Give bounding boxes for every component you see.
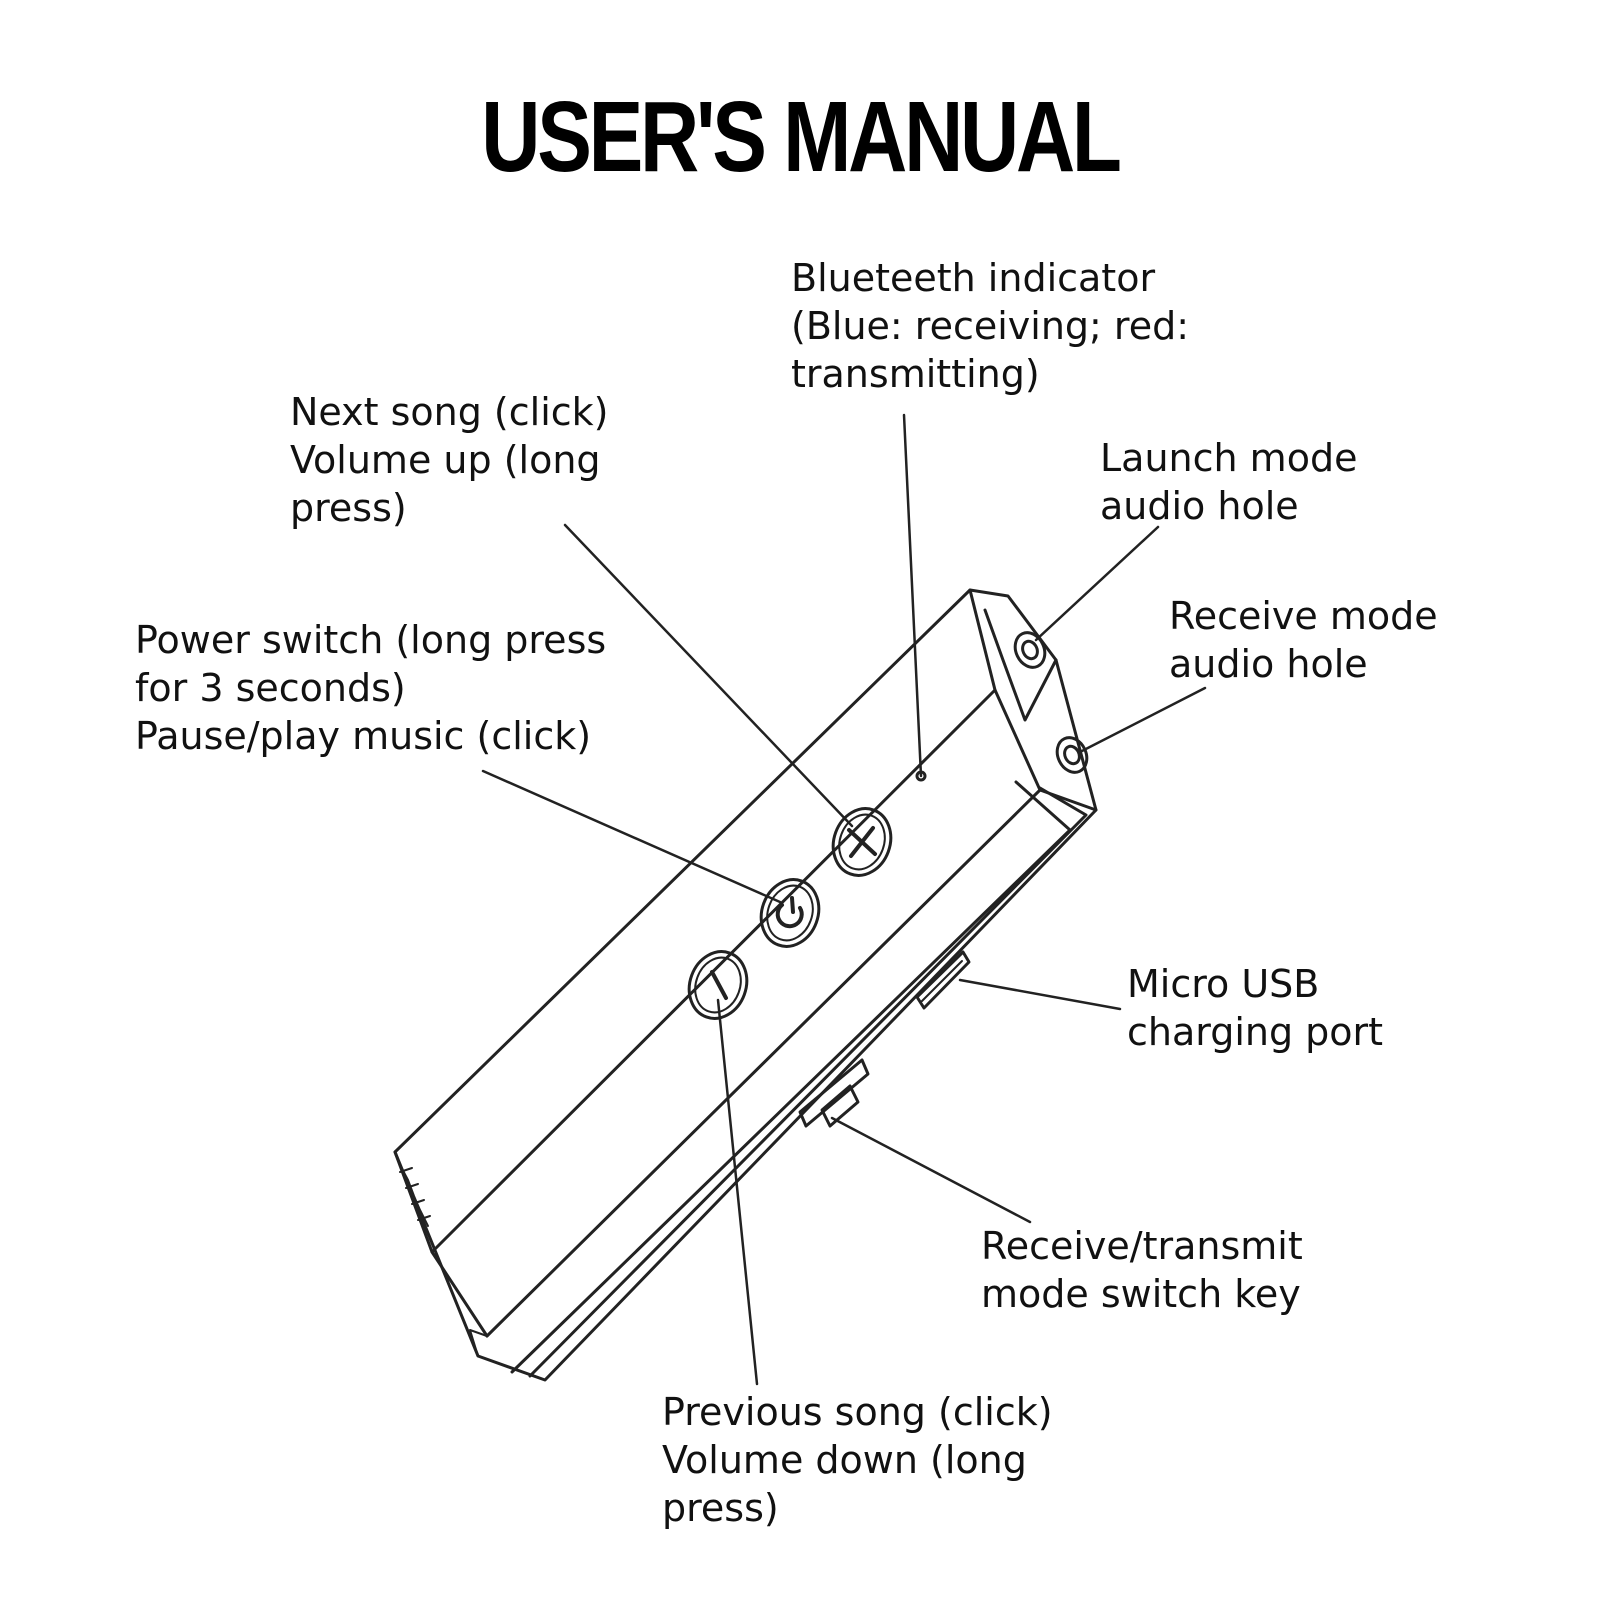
receive-audio-callout: Receive mode audio hole xyxy=(1169,592,1438,688)
minus-button[interactable] xyxy=(680,943,756,1026)
mode-switch-line-2: mode switch key xyxy=(981,1272,1301,1316)
bluetooth-indicator-line-1: Blueteeth indicator xyxy=(791,256,1156,300)
device-body xyxy=(393,588,1098,1382)
leader-bluetooth-indicator xyxy=(902,413,923,778)
receive-audio-line-1: Receive mode xyxy=(1169,594,1438,638)
previous-song-line-2: Volume down (long xyxy=(662,1438,1027,1482)
leader-receive-audio xyxy=(1078,686,1207,754)
next-song-callout: Next song (click) Volume up (long press) xyxy=(290,388,609,532)
micro-usb-line-1: Micro USB xyxy=(1127,962,1320,1006)
launch-audio-line-1: Launch mode xyxy=(1100,436,1358,480)
leader-power-switch xyxy=(481,769,782,904)
device-outline xyxy=(393,588,1098,1382)
leader-lines xyxy=(481,413,1207,1386)
end-face-inner xyxy=(983,608,1058,722)
page-title: USER'S MANUAL xyxy=(481,81,1122,193)
micro-usb-line-2: charging port xyxy=(1127,1010,1384,1054)
mode-switch-key[interactable] xyxy=(798,1058,870,1128)
minus-icon xyxy=(710,970,728,1000)
leader-previous-song xyxy=(716,998,759,1386)
previous-song-callout: Previous song (click) Volume down (long … xyxy=(662,1388,1053,1532)
leader-micro-usb xyxy=(958,978,1122,1011)
micro-usb-port xyxy=(915,950,971,1010)
power-button[interactable] xyxy=(752,871,828,954)
end-grip xyxy=(469,1329,488,1357)
plus-icon xyxy=(847,826,877,858)
plus-button[interactable] xyxy=(824,800,900,883)
receive-audio-line-2: audio hole xyxy=(1169,642,1368,686)
power-switch-line-1: Power switch (long press xyxy=(135,618,607,662)
leader-mode-switch xyxy=(830,1116,1032,1224)
previous-song-line-3: press) xyxy=(662,1486,779,1530)
side-stripe-3 xyxy=(528,786,1088,1378)
launch-audio-line-2: audio hole xyxy=(1100,484,1299,528)
bluetooth-indicator-callout: Blueteeth indicator (Blue: receiving; re… xyxy=(791,254,1189,398)
leader-launch-audio xyxy=(1034,525,1160,642)
top-face-side-edge xyxy=(485,588,1042,1338)
previous-song-line-1: Previous song (click) xyxy=(662,1390,1053,1434)
next-song-line-3: press) xyxy=(290,486,407,530)
launch-audio-callout: Launch mode audio hole xyxy=(1100,434,1357,530)
next-song-line-1: Next song (click) xyxy=(290,390,609,434)
power-switch-line-3: Pause/play music (click) xyxy=(135,714,592,758)
power-switch-callout: Power switch (long press for 3 seconds) … xyxy=(135,616,606,760)
power-switch-line-2: for 3 seconds) xyxy=(135,666,406,710)
power-icon xyxy=(775,896,804,929)
launch-mode-audio-hole xyxy=(1013,631,1047,669)
micro-usb-callout: Micro USB charging port xyxy=(1127,960,1383,1056)
mode-switch-line-1: Receive/transmit xyxy=(981,1224,1303,1268)
grip-texture xyxy=(394,1151,431,1227)
bluetooth-indicator-line-2: (Blue: receiving; red: xyxy=(791,304,1190,348)
bluetooth-indicator-line-3: transmitting) xyxy=(791,352,1040,396)
leader-next-song xyxy=(563,523,854,828)
next-song-line-2: Volume up (long xyxy=(290,438,601,482)
mode-switch-callout: Receive/transmit mode switch key xyxy=(981,1222,1303,1318)
